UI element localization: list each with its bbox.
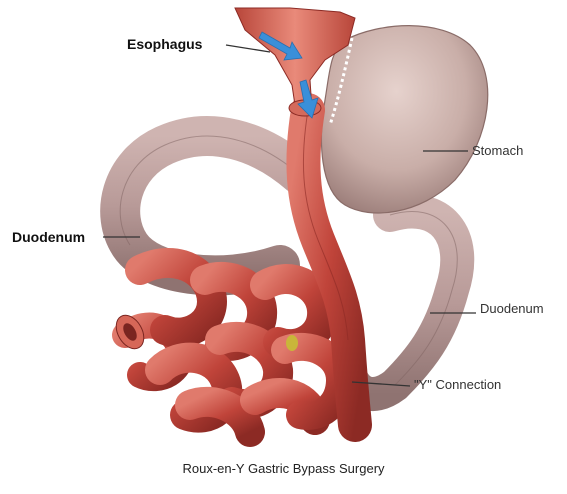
stomach-shape bbox=[322, 26, 488, 213]
small-intestine bbox=[111, 263, 340, 432]
label-stomach: Stomach bbox=[472, 143, 523, 158]
label-y-connection: "Y" Connection bbox=[414, 377, 501, 392]
label-duodenum-right: Duodenum bbox=[480, 301, 544, 316]
duodenum-right bbox=[352, 212, 457, 395]
label-duodenum-left: Duodenum bbox=[12, 229, 85, 245]
figure-caption: Roux-en-Y Gastric Bypass Surgery bbox=[0, 461, 567, 476]
label-esophagus: Esophagus bbox=[127, 36, 202, 52]
